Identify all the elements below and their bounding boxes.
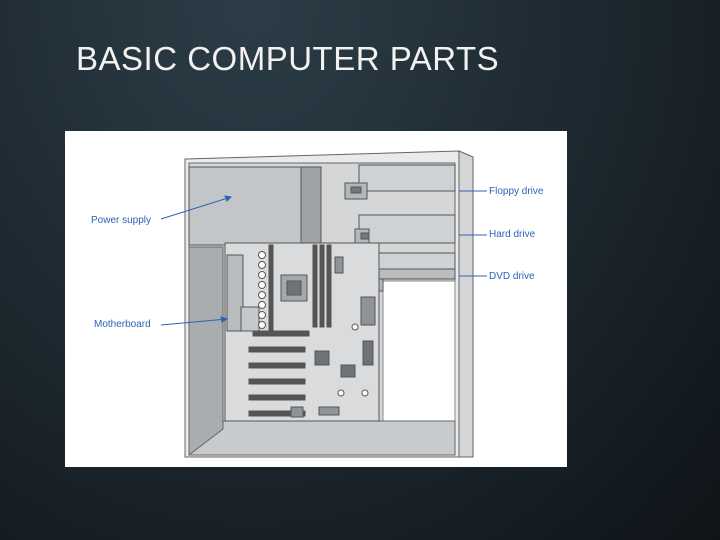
dvd-drive-label: DVD drive (489, 271, 535, 282)
slide-title: BASIC COMPUTER PARTS (76, 40, 500, 77)
power-supply-label: Power supply (91, 215, 152, 226)
computer-case-illustration (160, 150, 487, 458)
floppy-drive (344, 164, 456, 200)
hard-drive-label: Hard drive (489, 229, 536, 240)
hard-drive (354, 214, 456, 244)
power-supply (188, 166, 322, 246)
floppy-drive-label: Floppy drive (489, 186, 544, 197)
motherboard (224, 242, 380, 422)
computer-diagram: Power supply Motherboard Floppy drive Ha… (65, 131, 567, 467)
motherboard-label: Motherboard (94, 319, 151, 330)
callout-lines (160, 190, 487, 326)
